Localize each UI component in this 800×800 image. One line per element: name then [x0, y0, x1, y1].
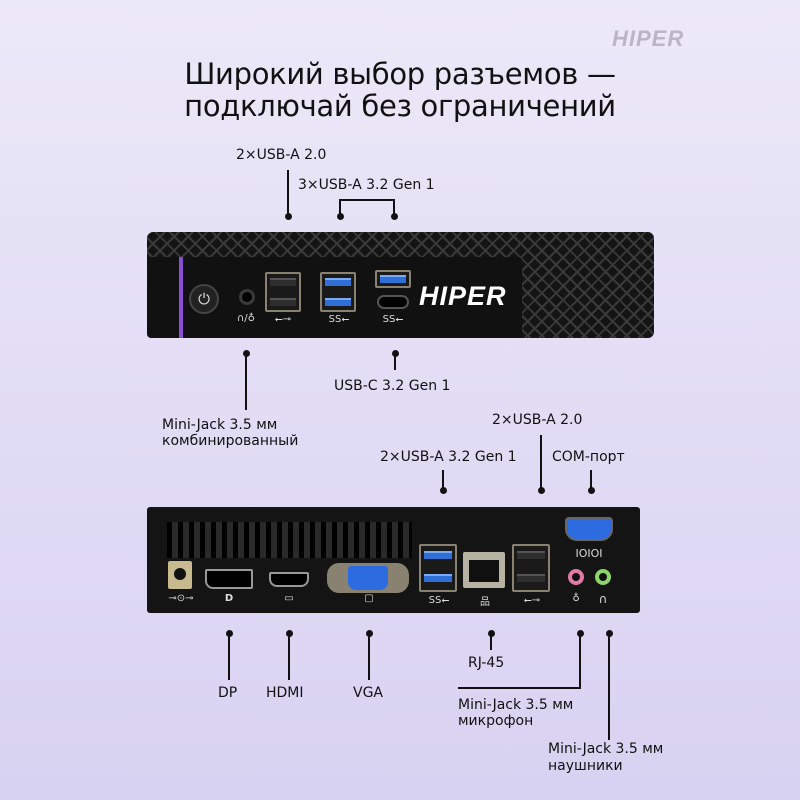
accent-stripe — [179, 257, 183, 338]
callout-dot — [285, 213, 292, 220]
label-dp: DP — [218, 685, 238, 701]
callout-bracket — [339, 199, 395, 201]
device-logo: HIPER — [419, 281, 507, 311]
usb-icon: ⭠⊸ — [523, 595, 541, 606]
page-title-line-2: подключай без ограничений — [184, 89, 616, 123]
callout-line — [540, 435, 542, 490]
callout-dot — [392, 350, 399, 357]
callout-line — [608, 633, 610, 740]
dc-power-jack — [168, 561, 192, 589]
callout-dot — [391, 213, 398, 220]
usb3-port — [375, 270, 411, 288]
label-front-usb3: 3×USB-A 3.2 Gen 1 — [298, 177, 435, 193]
label-headphones-line-1: Mini-Jack 3.5 мм — [548, 741, 664, 757]
callout-dot — [243, 350, 250, 357]
label-rear-usb3: 2×USB-A 3.2 Gen 1 — [380, 449, 517, 465]
dc-icon: ⊸⊙⊸ — [168, 593, 194, 604]
dp-icon: D — [224, 593, 234, 604]
label-rj45: RJ-45 — [468, 655, 505, 671]
rj45-port — [463, 552, 505, 588]
page-title-line-1: Широкий выбор разъемов — — [184, 57, 616, 91]
hdmi-icon: ▭ — [284, 593, 294, 604]
com-port — [565, 517, 613, 541]
callout-line — [368, 633, 370, 680]
audio-jack — [239, 289, 255, 305]
callout-dot — [337, 213, 344, 220]
usb2-port-stack — [512, 544, 550, 592]
callout-line — [288, 633, 290, 680]
label-mic-line-2: микрофон — [458, 713, 534, 729]
headphones-icon: ∩ — [598, 592, 608, 606]
usb3-port-stack — [419, 544, 457, 592]
brand-logo: HIPER — [612, 26, 685, 51]
rear-device: ⊸⊙⊸ D ▭ ▢ SS⭠ 品 ⭠⊸ IOIOI ♁ ∩ — [147, 507, 640, 613]
network-icon: 品 — [480, 597, 490, 608]
label-vga: VGA — [353, 685, 384, 701]
label-rear-usb2: 2×USB-A 2.0 — [492, 412, 583, 428]
callout-dot — [440, 487, 447, 494]
front-device: ⏻ ∩/♁ ⭠⊸ SS⭠ SS⭠ HIPER — [147, 232, 654, 338]
callout-line — [458, 687, 581, 689]
usb3-icon: SS⭠ — [382, 314, 404, 325]
usbc-port — [377, 295, 409, 309]
vga-port — [327, 563, 409, 593]
label-com-port: COM-порт — [552, 449, 625, 465]
callout-line — [287, 170, 289, 216]
headset-icon: ∩/♁ — [236, 313, 255, 324]
microphone-icon: ♁ — [572, 593, 580, 604]
callout-line — [442, 470, 444, 490]
label-mic-line-1: Mini-Jack 3.5 мм — [458, 697, 574, 713]
label-headphones-line-2: наушники — [548, 758, 623, 774]
headphone-jack — [595, 569, 611, 585]
hdmi-port — [269, 572, 309, 587]
mic-jack — [568, 569, 584, 585]
usb2-port-stack — [265, 272, 301, 312]
dp-port — [205, 569, 253, 589]
callout-line — [393, 199, 395, 216]
callout-line — [394, 352, 396, 370]
callout-line — [579, 633, 581, 689]
com-marking: IOIOI — [575, 547, 603, 560]
usb3-icon: SS⭠ — [428, 595, 450, 606]
callout-line — [228, 633, 230, 680]
usb3-port-stack — [320, 272, 356, 312]
front-panel: ⏻ ∩/♁ ⭠⊸ SS⭠ SS⭠ HIPER — [147, 257, 522, 338]
label-minijack-line-1: Mini-Jack 3.5 мм — [162, 417, 278, 433]
usb3-icon: SS⭠ — [328, 314, 350, 325]
callout-line — [490, 633, 492, 650]
power-button: ⏻ — [189, 284, 219, 314]
vga-icon: ▢ — [364, 593, 374, 604]
callout-line — [339, 199, 341, 216]
callout-line — [590, 470, 592, 490]
label-minijack-line-2: комбинированный — [162, 433, 299, 449]
label-front-usb2: 2×USB-A 2.0 — [236, 147, 327, 163]
vent-slots — [167, 522, 412, 558]
label-front-usbc: USB-C 3.2 Gen 1 — [334, 378, 451, 394]
callout-dot — [538, 487, 545, 494]
usb-icon: ⭠⊸ — [274, 314, 292, 325]
label-hdmi: HDMI — [266, 685, 304, 701]
callout-line — [245, 352, 247, 410]
callout-dot — [588, 487, 595, 494]
